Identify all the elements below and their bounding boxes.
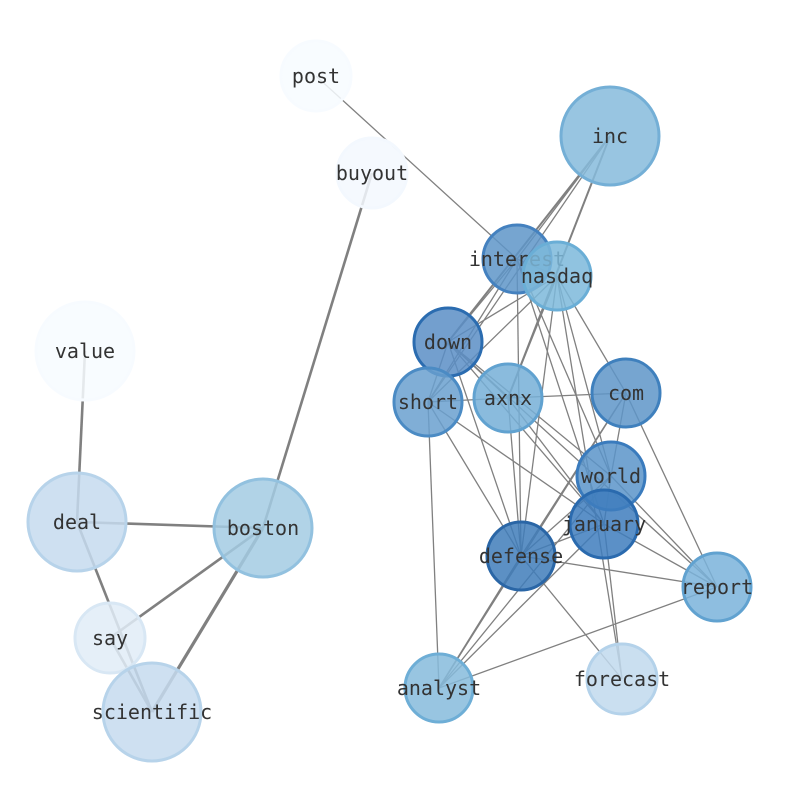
node-forecast: forecast — [574, 642, 670, 716]
node-inc: inc — [559, 85, 661, 187]
node-nasdaq: nasdaq — [521, 240, 593, 312]
node-circle-value — [34, 300, 136, 402]
node-label-forecast: forecast — [574, 667, 670, 691]
node-label-world: world — [581, 464, 641, 488]
node-short: short — [392, 366, 464, 438]
node-circle-com — [590, 357, 662, 429]
node-circle-defense — [485, 520, 557, 592]
node-circle-inc — [559, 85, 661, 187]
node-label-post: post — [292, 64, 340, 88]
node-buyout: buyout — [335, 136, 409, 210]
node-com: com — [590, 357, 662, 429]
edge-down-defense — [447, 341, 522, 557]
edge-buyout-boston — [261, 172, 374, 529]
node-label-nasdaq: nasdaq — [521, 264, 593, 288]
node-scientific: scientific — [92, 661, 212, 763]
edge-short-january — [427, 401, 605, 525]
node-deal: deal — [26, 471, 128, 573]
node-boston: boston — [212, 477, 314, 579]
edge-short-analyst — [427, 401, 440, 689]
node-label-axnx: axnx — [484, 386, 532, 410]
edge-post-interest — [315, 75, 518, 260]
node-circle-analyst — [403, 652, 475, 724]
node-label-value: value — [55, 339, 115, 363]
node-circle-boston — [212, 477, 314, 579]
node-circle-say — [73, 601, 147, 675]
node-label-report: report — [681, 575, 753, 599]
node-circle-forecast — [585, 642, 659, 716]
node-circle-post — [279, 39, 353, 113]
node-label-short: short — [398, 390, 458, 414]
node-label-buyout: buyout — [336, 161, 408, 185]
node-label-january: january — [562, 512, 646, 536]
node-circle-buyout — [335, 136, 409, 210]
edge-january-analyst — [438, 523, 605, 689]
node-label-scientific: scientific — [92, 700, 212, 724]
node-label-say: say — [92, 626, 128, 650]
edge-report-analyst — [438, 586, 718, 689]
node-circle-report — [681, 551, 753, 623]
node-analyst: analyst — [397, 652, 481, 724]
node-circle-nasdaq — [521, 240, 593, 312]
node-january: january — [562, 488, 646, 560]
node-label-analyst: analyst — [397, 676, 481, 700]
node-down: down — [412, 306, 484, 378]
node-defense: defense — [479, 520, 563, 592]
node-circle-scientific — [101, 661, 203, 763]
edge-com-report — [625, 392, 718, 588]
node-post: post — [279, 39, 353, 113]
node-label-com: com — [608, 381, 644, 405]
node-circle-deal — [26, 471, 128, 573]
node-label-deal: deal — [53, 510, 101, 534]
node-circle-short — [392, 366, 464, 438]
edge-down-january — [447, 341, 605, 525]
node-axnx: axnx — [472, 362, 544, 434]
node-label-boston: boston — [227, 516, 299, 540]
node-say: say — [73, 601, 147, 675]
node-label-inc: inc — [592, 124, 628, 148]
node-label-down: down — [424, 330, 472, 354]
node-circle-january — [568, 488, 640, 560]
node-report: report — [681, 551, 753, 623]
node-value: value — [34, 300, 136, 402]
node-label-defense: defense — [479, 544, 563, 568]
node-circle-axnx — [472, 362, 544, 434]
